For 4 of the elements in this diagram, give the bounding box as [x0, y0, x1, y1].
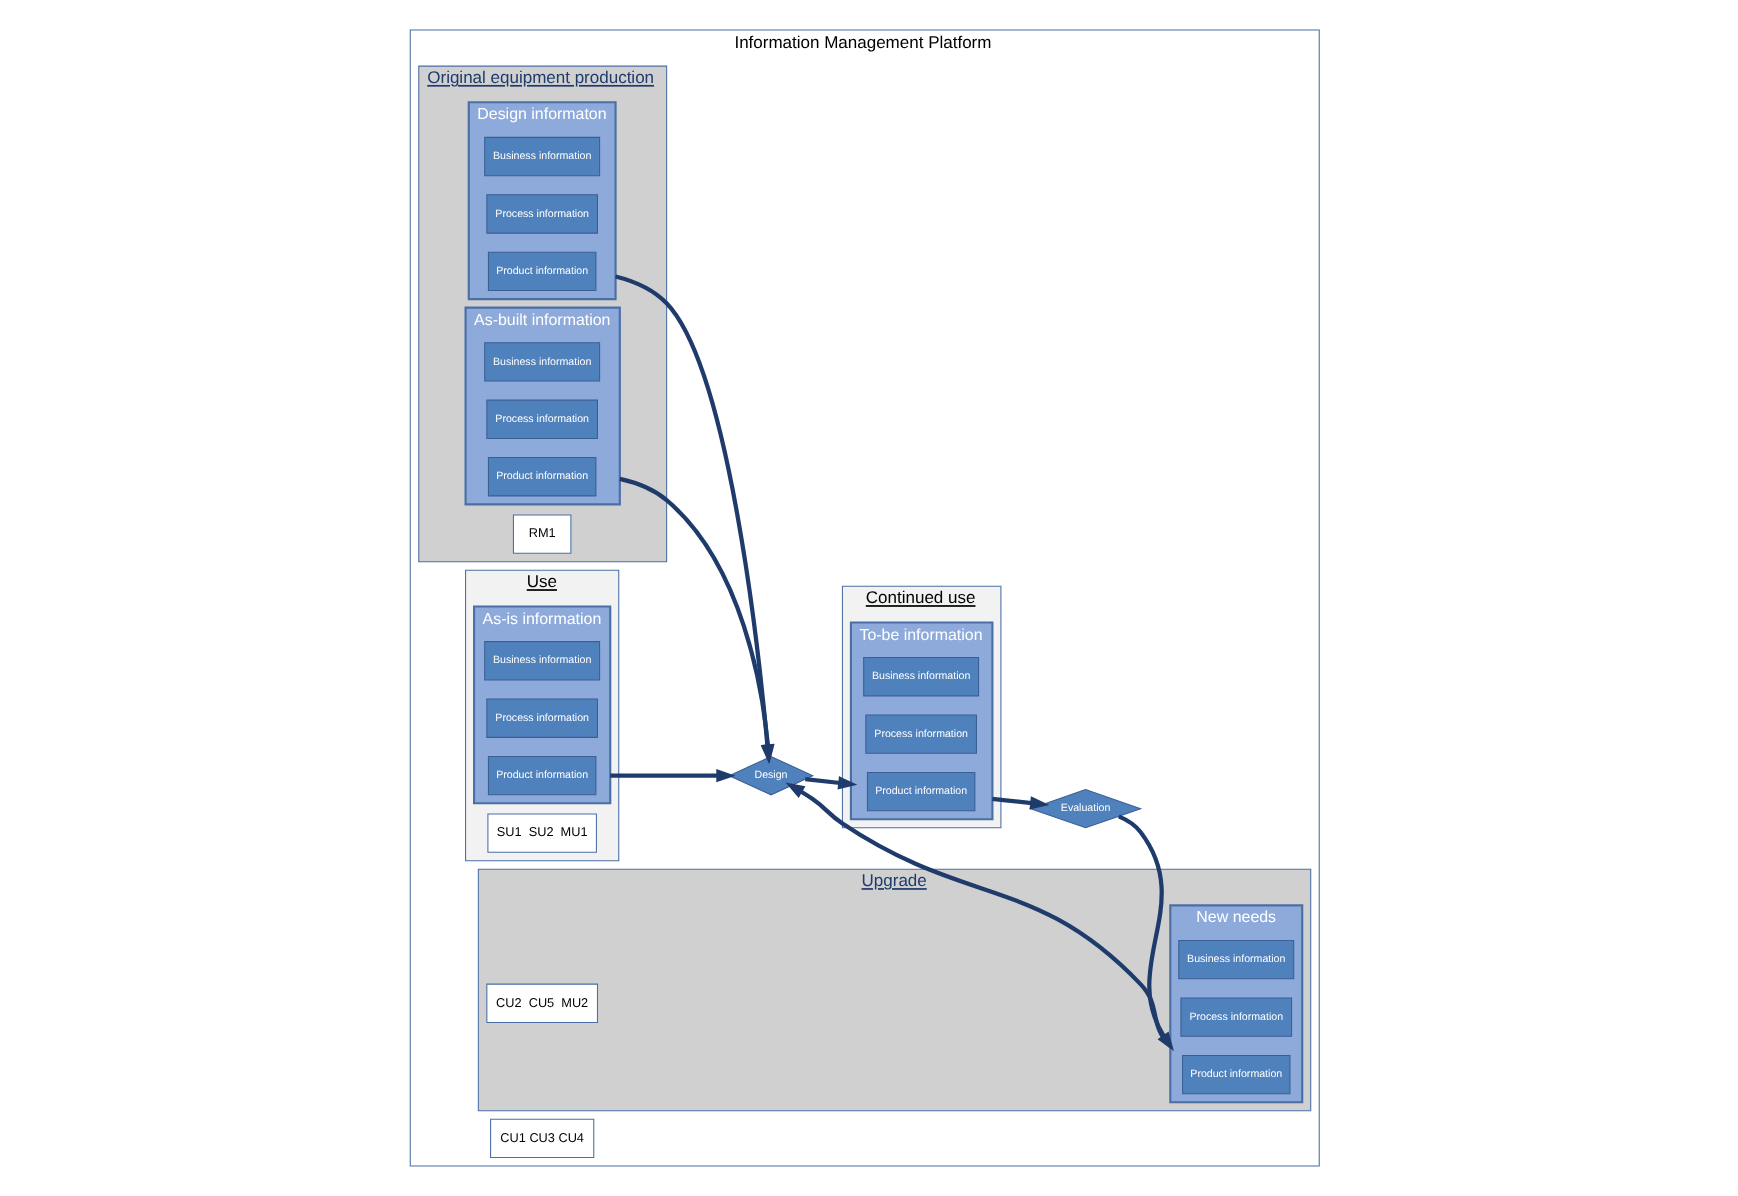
arrow	[805, 776, 858, 790]
arrow	[1117, 814, 1174, 1052]
arrow	[610, 768, 736, 783]
arrow	[992, 796, 1050, 810]
